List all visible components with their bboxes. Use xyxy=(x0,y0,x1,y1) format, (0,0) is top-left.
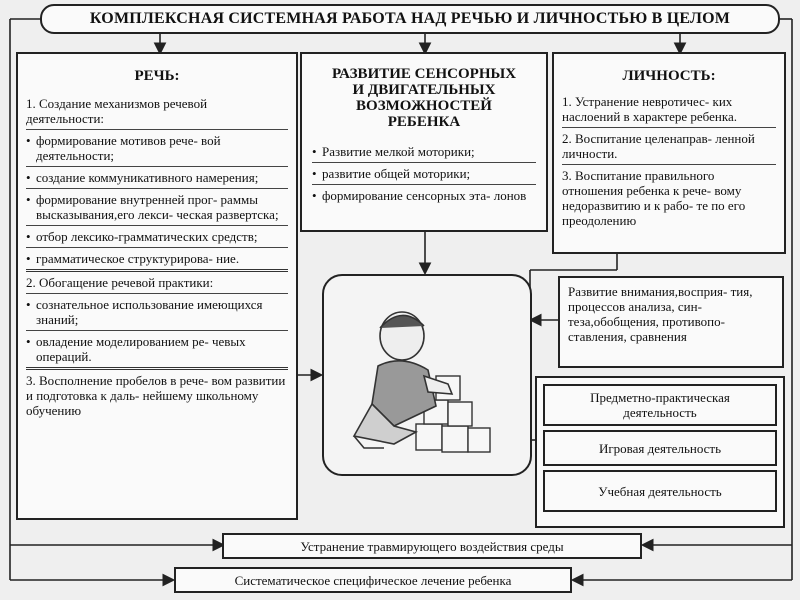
speech-section-3: 3. Восполнение пробелов в рече- вом разв… xyxy=(26,373,286,418)
main-title: КОМПЛЕКСНАЯ СИСТЕМНАЯ РАБОТА НАД РЕЧЬЮ И… xyxy=(89,10,731,27)
activity-play: Игровая деятельность xyxy=(543,430,777,466)
treatment-text: Систематическое специфическое лечение ре… xyxy=(234,572,512,588)
treatment-box: Систематическое специфическое лечение ре… xyxy=(174,567,572,593)
personality-item: 2. Воспитание целенаправ- ленной личност… xyxy=(562,131,755,161)
child-with-blocks-illustration xyxy=(352,311,491,453)
cognitive-text: Развитие внимания,восприя- тия, процессо… xyxy=(568,284,753,344)
sensory-item: развитие общей моторики; xyxy=(312,166,536,181)
environment-box: Устранение травмирующего воздействия сре… xyxy=(222,533,642,559)
sensory-item: формирование сенсорных эта- лонов xyxy=(312,188,536,203)
speech-item: отбор лексико-грамматических средств; xyxy=(26,229,288,244)
center-illustration-box xyxy=(322,274,532,476)
activity-learning: Учебная деятельность xyxy=(543,470,777,512)
speech-item: создание коммуникативного намерения; xyxy=(26,170,288,185)
sensory-heading: РАЗВИТИЕ СЕНСОРНЫХ И ДВИГАТЕЛЬНЫХ ВОЗМОЖ… xyxy=(331,66,517,130)
speech-section-1: 1. Создание механизмов речевой деятельно… xyxy=(26,96,208,126)
speech-item: сознательное использование имеющихся зна… xyxy=(26,297,288,327)
personality-item: 3. Воспитание правильного отношения ребе… xyxy=(562,168,746,228)
activity-object: Предметно-практическая деятельность xyxy=(543,384,777,426)
environment-text: Устранение травмирующего воздействия сре… xyxy=(300,538,564,554)
speech-item: грамматическое структурирова- ние. xyxy=(26,251,288,266)
speech-item: овладение моделированием ре- чевых опера… xyxy=(26,334,288,364)
speech-item: формирование внутренней прог- раммы выск… xyxy=(26,192,288,222)
speech-section-2: 2. Обогащение речевой практики: xyxy=(26,275,214,290)
main-title-box: КОМПЛЕКСНАЯ СИСТЕМНАЯ РАБОТА НАД РЕЧЬЮ И… xyxy=(40,4,780,34)
personality-item: 1. Устранение невротичес- ких наслоений … xyxy=(562,94,737,124)
personality-heading: ЛИЧНОСТЬ: xyxy=(622,68,716,84)
sensory-item: Развитие мелкой моторики; xyxy=(312,144,536,159)
cognitive-box: Развитие внимания,восприя- тия, процессо… xyxy=(558,276,784,368)
activities-box: Предметно-практическая деятельность Игро… xyxy=(535,376,785,528)
personality-box: ЛИЧНОСТЬ: 1. Устранение невротичес- ких … xyxy=(552,52,786,254)
speech-item: формирование мотивов рече- вой деятельно… xyxy=(26,133,288,163)
speech-box: РЕЧЬ: 1. Создание механизмов речевой дея… xyxy=(16,52,298,520)
speech-heading: РЕЧЬ: xyxy=(134,68,180,84)
sensory-box: РАЗВИТИЕ СЕНСОРНЫХ И ДВИГАТЕЛЬНЫХ ВОЗМОЖ… xyxy=(300,52,548,232)
